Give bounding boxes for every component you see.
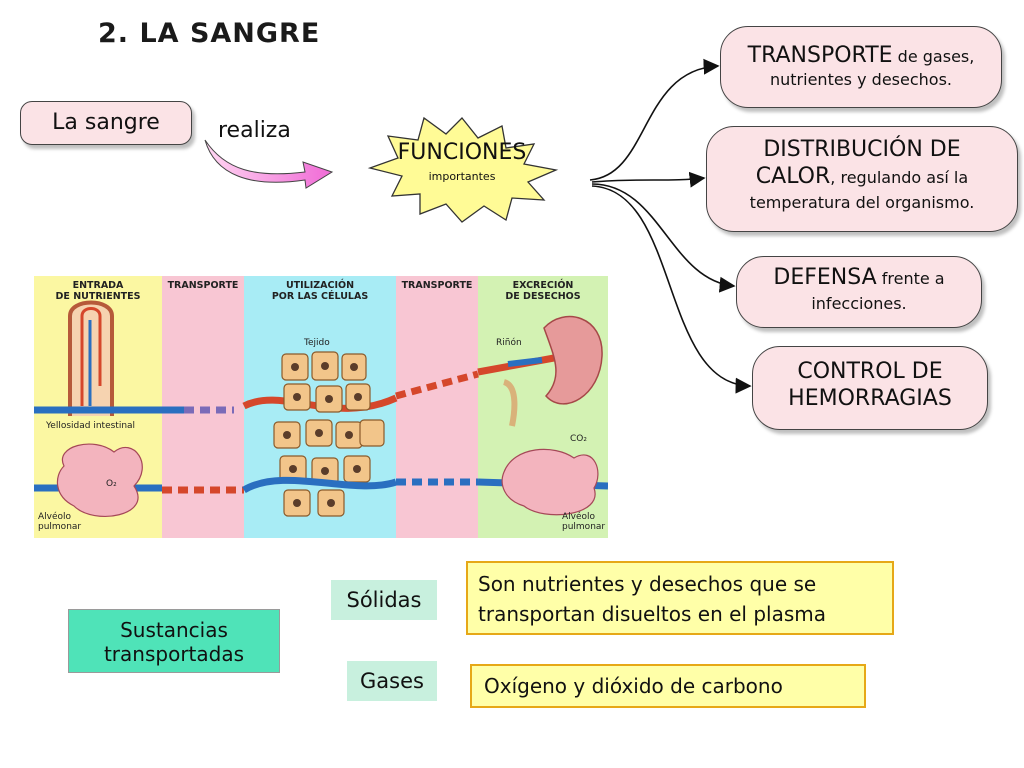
concept-map-connectors	[204, 58, 752, 394]
function-control-line1: CONTROL DE	[797, 359, 943, 384]
function-defensa: DEFENSA frente a infecciones.	[736, 256, 982, 328]
panel-utilizacion-head: UTILIZACIÓN POR LAS CÉLULAS	[271, 280, 369, 302]
node-la-sangre: La sangre	[20, 101, 192, 145]
connector-defensa	[591, 183, 736, 293]
connector-control	[591, 185, 752, 394]
alveolo-left	[56, 443, 143, 517]
label-yellosidad: Yellosidad intestinal	[46, 421, 136, 431]
panel-entrada-head: ENTRADA DE NUTRIENTES	[55, 280, 141, 302]
connector-label-realiza: realiza	[218, 118, 291, 143]
function-defensa-lead: DEFENSA	[773, 265, 877, 290]
function-transporte-inline: de gases,	[892, 47, 975, 66]
function-defensa-rest: infecciones.	[811, 294, 907, 313]
box-gases-description: Oxígeno y dióxido de carbono	[470, 664, 866, 708]
label-alveolo-left: Alvéolo pulmonar	[38, 512, 82, 532]
function-transporte-rest: nutrientes y desechos.	[770, 70, 952, 89]
function-distribucion-inline: , regulando así la	[830, 168, 969, 187]
lower-vessel-tissue	[242, 476, 398, 494]
label-tejido: Tejido	[304, 338, 330, 348]
function-distribucion-lead2: CALOR	[755, 164, 831, 189]
panel-excrecion-head: EXCRECIÓN DE DESECHOS	[505, 280, 581, 302]
upper-vessel-tissue	[242, 394, 398, 412]
function-defensa-inline: frente a	[876, 269, 945, 288]
circulation-illustration: ENTRADA DE NUTRIENTES TRANSPORTE UTILIZA…	[34, 276, 608, 538]
importantes-label: importantes	[428, 170, 496, 183]
funciones-starburst	[367, 116, 559, 223]
box-solidas: Sólidas	[331, 580, 437, 620]
label-co2-right: CO₂	[570, 434, 587, 444]
alveolo-right	[501, 448, 599, 516]
illustration-drawing	[34, 300, 608, 517]
connector-transporte	[589, 58, 720, 181]
function-transporte-lead: TRANSPORTE	[747, 43, 893, 68]
function-control: CONTROL DE HEMORRAGIAS	[752, 346, 988, 430]
funciones-label: FUNCIONES	[397, 140, 527, 165]
function-distribucion: DISTRIBUCIÓN DE CALOR, regulando así la …	[706, 126, 1018, 232]
pink-arrow	[204, 139, 334, 189]
connector-distribucion	[591, 171, 706, 188]
panel-transporte-2-head: TRANSPORTE	[401, 280, 473, 291]
function-distribucion-rest: temperatura del organismo.	[749, 193, 975, 212]
box-solidas-description: Son nutrientes y desechos que se transpo…	[466, 561, 894, 635]
panel-transporte-1-head: TRANSPORTE	[167, 280, 239, 291]
box-sustancias-transportadas: Sustancias transportadas	[68, 609, 280, 673]
page-title: 2. LA SANGRE	[98, 18, 321, 49]
label-o2-left: O₂	[106, 479, 117, 489]
label-alveolo-right: Alvéolo pulmonar	[562, 512, 606, 532]
function-control-line2: HEMORRAGIAS	[788, 386, 952, 411]
function-transporte: TRANSPORTE de gases, nutrientes y desech…	[720, 26, 1002, 108]
kidney	[543, 315, 603, 405]
function-distribucion-lead1: DISTRIBUCIÓN DE	[763, 137, 961, 162]
panel-transporte-2: TRANSPORTE	[396, 276, 478, 538]
label-rinon: Riñón	[496, 338, 522, 348]
box-gases: Gases	[347, 661, 437, 701]
